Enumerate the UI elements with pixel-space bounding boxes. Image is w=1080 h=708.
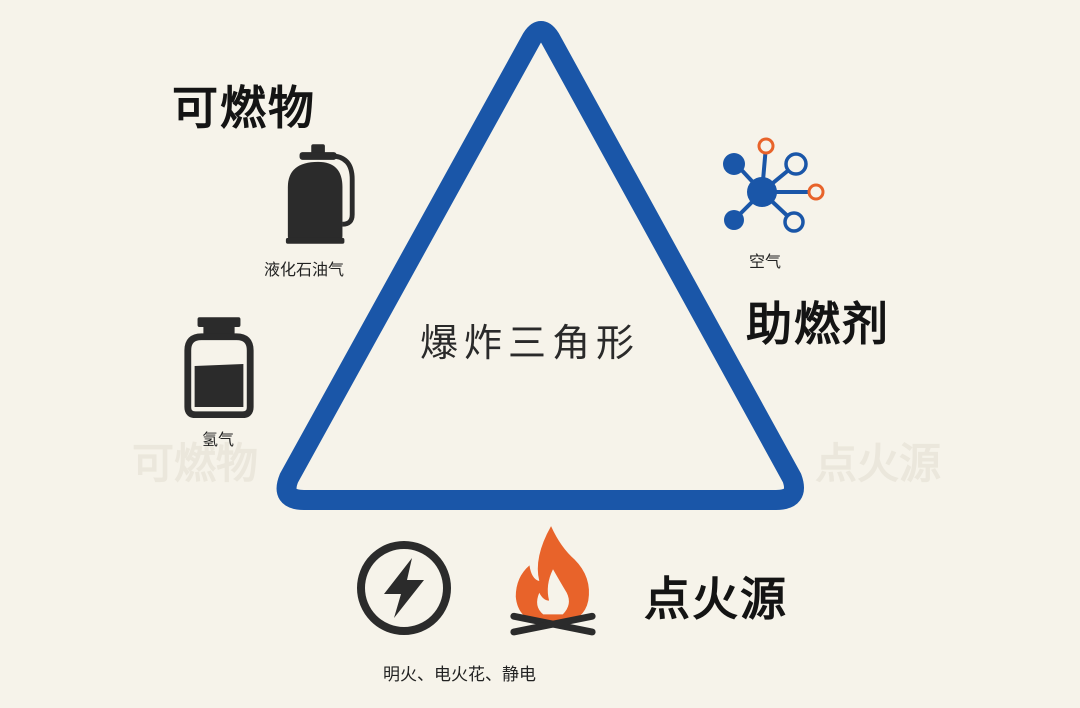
oxidizer-heading: 助燃剂 <box>746 297 890 351</box>
molecule-icon <box>723 137 825 233</box>
fuel-item-hydrogen-label: 氢气 <box>202 430 235 449</box>
ignition-caption: 明火、电火花、静电 <box>383 665 536 685</box>
ignition-heading: 点火源 <box>644 572 788 626</box>
fire-icon <box>510 526 596 636</box>
background-watermark-ignition: 点火源 <box>815 439 942 488</box>
fuel-item-lpg-label: 液化石油气 <box>264 260 345 279</box>
lightning-icon <box>357 541 451 635</box>
triangle-title: 爆炸三角形 <box>420 321 641 365</box>
gas-cylinder-icon <box>285 144 355 244</box>
oxidizer-item-air-label: 空气 <box>749 252 782 271</box>
background-watermark-fuel: 可燃物 <box>132 439 259 488</box>
gas-bottle-icon <box>184 317 254 418</box>
fuel-heading: 可燃物 <box>172 81 316 135</box>
